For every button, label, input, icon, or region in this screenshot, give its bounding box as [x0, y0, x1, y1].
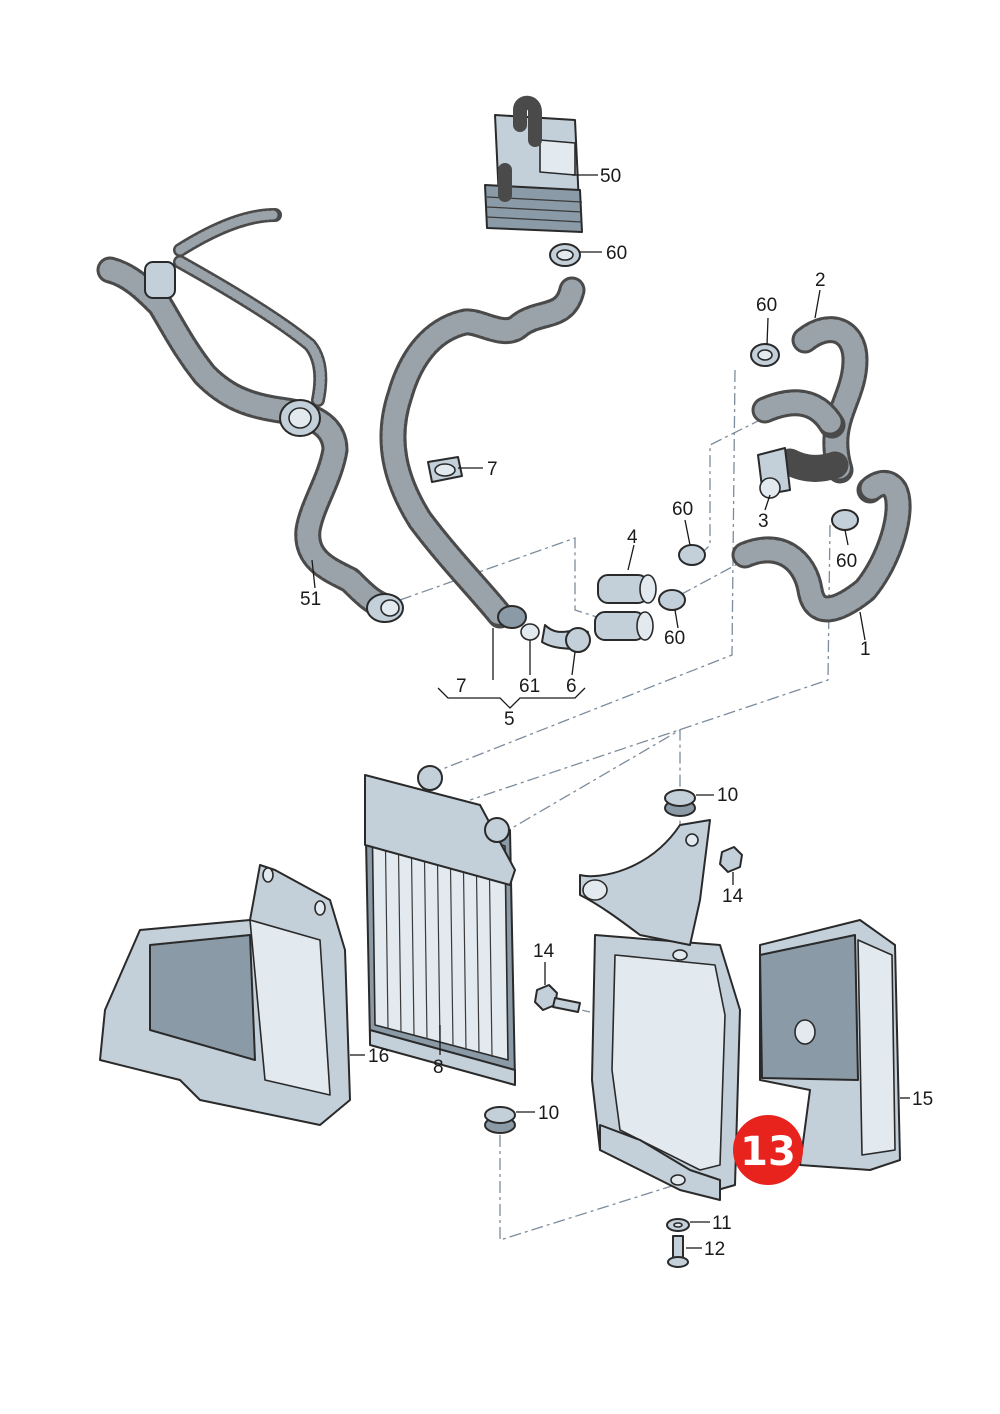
air-duct-15	[759, 919, 901, 1171]
callout-2: 2	[815, 270, 826, 291]
callout-1: 1	[860, 639, 871, 660]
callout-60: 60	[672, 499, 693, 520]
highlight-badge-label: 13	[740, 1129, 796, 1175]
callout-15: 15	[912, 1089, 933, 1110]
connector-4	[594, 574, 657, 641]
callout-51: 51	[300, 589, 321, 610]
bracket-13	[579, 819, 741, 1201]
callout-16: 16	[368, 1046, 389, 1067]
callout-7: 7	[487, 459, 498, 480]
highlight-badge-13[interactable]: 13	[733, 1115, 803, 1185]
callout-12: 12	[704, 1239, 725, 1260]
callout-labels: 50 60 2 60 7 60 4 3 60 51 60 1 7 61 6 5 …	[300, 166, 933, 1260]
callout-61: 61	[519, 676, 540, 697]
nuts-14	[534, 846, 743, 1013]
radiator-8	[364, 765, 516, 1086]
hose-51	[96, 208, 404, 623]
callout-11: 11	[712, 1213, 732, 1234]
callout-3: 3	[758, 511, 769, 532]
hose-2	[751, 316, 869, 484]
valve-3	[757, 447, 791, 499]
callout-7: 7	[456, 676, 467, 697]
callout-5: 5	[504, 709, 515, 730]
clip-7	[427, 456, 463, 483]
callout-10: 10	[717, 785, 738, 806]
highlight-badge-circle[interactable]	[733, 1115, 803, 1185]
hose-1	[731, 469, 912, 623]
callout-60: 60	[606, 243, 627, 264]
clamps-60	[549, 243, 859, 611]
callout-60: 60	[756, 295, 777, 316]
callout-6: 6	[566, 676, 577, 697]
callout-14: 14	[533, 941, 555, 962]
bolt-12	[667, 1235, 689, 1268]
callout-60: 60	[664, 628, 685, 649]
callout-10: 10	[538, 1103, 559, 1124]
washer-11	[666, 1218, 690, 1232]
oil-cooler-50	[484, 95, 583, 266]
air-duct-16	[99, 864, 351, 1126]
callout-60: 60	[836, 551, 857, 572]
grommets-10	[484, 789, 696, 1134]
leader-lines	[311, 174, 910, 1249]
hose-5	[379, 276, 591, 653]
callout-14: 14	[722, 886, 744, 907]
callout-50: 50	[600, 166, 621, 187]
callout-4: 4	[627, 527, 638, 548]
callout-8: 8	[433, 1057, 444, 1078]
